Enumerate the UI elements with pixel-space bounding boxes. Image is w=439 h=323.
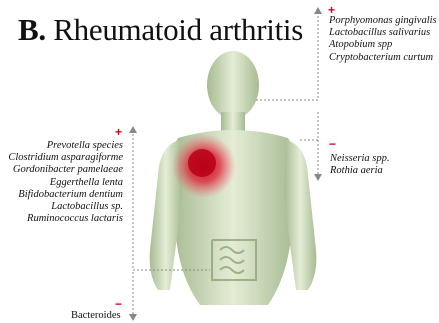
top-right-item: Porphyomonas gingivalis [329,15,437,27]
mid-right-list: Neisseria spp. Rothia aeria [330,153,390,177]
left-sign: + [115,126,122,138]
down-arrow-icon [129,314,137,321]
left-item: Prevotella species [8,140,123,152]
head [207,51,259,119]
top-right-item: Cryptobacterium curtum [329,52,437,64]
up-arrow-icon [314,7,322,14]
panel-letter: B. [18,12,46,47]
top-right-item: Atopobium spp [329,39,437,51]
down-arrow-icon [314,174,322,181]
bottom-item: Bacteroides [71,310,121,322]
inflamed-shoulder-joint [172,134,236,198]
figure-title: B. Rheumatoid arthritis [18,14,303,45]
top-right-item: Lactobacillus salivarius [329,27,437,39]
bottom-sign: − [115,298,122,310]
mid-right-item: Neisseria spp. [330,153,390,165]
mid-right-sign: − [329,138,336,150]
neck [221,112,245,132]
mid-right-item: Rothia aeria [330,165,390,177]
left-item: Gordonibacter pamelaeae [8,164,123,176]
up-arrow-icon [129,126,137,133]
left-item: Eggerthella lenta [8,177,123,189]
title-text: Rheumatoid arthritis [46,12,303,47]
left-list: Prevotella species Clostridium asparagif… [8,140,123,225]
right-arm [284,140,316,290]
top-right-list: Porphyomonas gingivalis Lactobacillus sa… [329,15,437,64]
left-item: Ruminococcus lactaris [8,213,123,225]
left-item: Clostridium asparagiforme [8,152,123,164]
left-item: Bifidobacterium dentium [8,189,123,201]
left-item: Lactobacillus sp. [8,201,123,213]
joint-core [188,149,216,177]
